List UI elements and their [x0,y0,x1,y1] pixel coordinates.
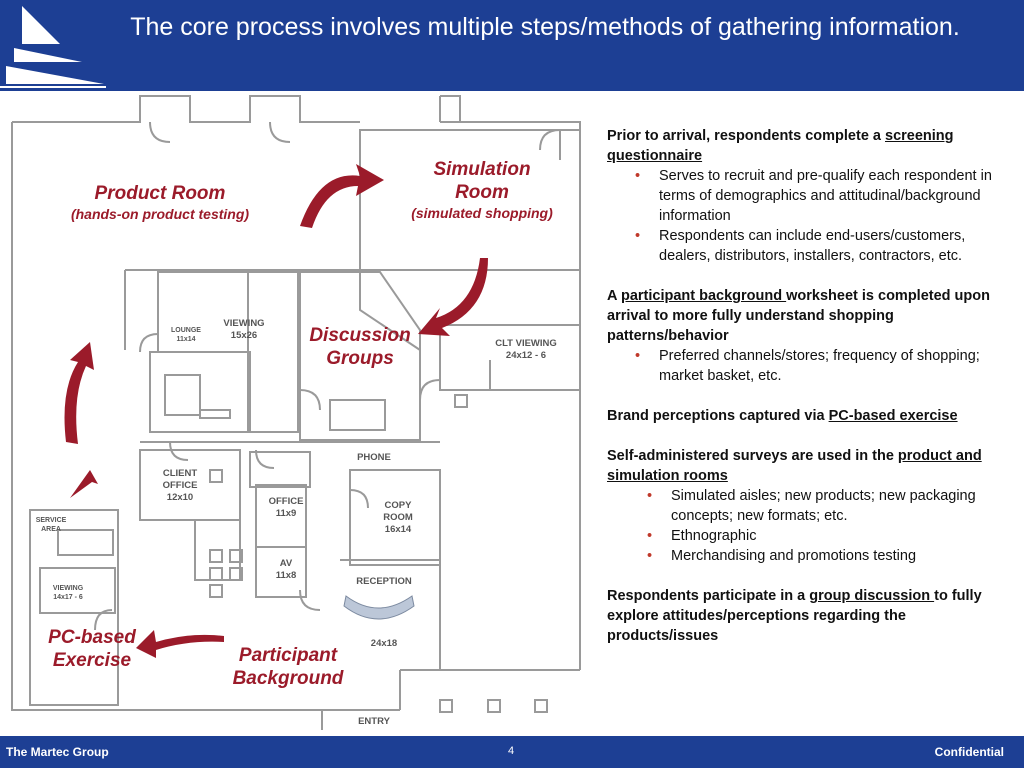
footer-company: The Martec Group [6,745,109,759]
survey-bullets: Simulated aisles; new products; new pack… [607,486,1007,566]
footer-confidential: Confidential [934,745,1004,759]
screening-bullets: Serves to recruit and pre-qualify each r… [607,166,1007,266]
product-simulation-rooms-term: product and simulation rooms [607,448,982,484]
room-reception: RECEPTION [356,576,412,587]
floor-plan-drawing [11,95,581,730]
list-item: Respondents can include end-users/custom… [607,226,1007,266]
callout-simulation-room: Simulation Room (simulated shopping) [411,159,553,221]
room-service-area: SERVICE AREA [35,517,67,533]
note-brand-perceptions: Brand perceptions captured via PC-based … [607,408,958,424]
note-participant-background: A participant background worksheet is co… [607,288,990,344]
callout-product-room: Product Room (hands-on product testing) [70,183,250,222]
note-group-discussion: Respondents participate in a group discu… [607,588,982,644]
pc-exercise-term: PC-based exercise [828,408,958,424]
page-number: 4 [508,745,515,757]
note-screening: Prior to arrival, respondents complete a… [607,128,954,164]
slide-title: The core process involves multiple steps… [130,13,960,41]
slide-header: The core process involves multiple steps… [0,0,1024,91]
sail-logo-icon [0,6,106,88]
background-bullets: Preferred channels/stores; frequency of … [607,346,1007,386]
slide-footer: The Martec Group 4 Confidential [0,736,1024,768]
list-item: Preferred channels/stores; frequency of … [607,346,1007,386]
room-phone: PHONE [357,452,391,463]
process-notes: Prior to arrival, respondents complete a… [607,126,1007,646]
group-discussion-term: group discussion [809,588,935,604]
callout-participant-background: Participant Background [232,645,344,689]
callout-pc-exercise: PC-based Exercise [48,627,136,671]
list-item: Merchandising and promotions testing [607,546,1007,566]
participant-background-term: participant background [620,288,787,304]
screening-questionnaire-term: screening questionnaire [607,128,954,164]
room-reception-size: 24x18 [370,638,398,649]
list-item: Ethnographic [607,526,1007,546]
room-entry: ENTRY [358,716,390,727]
list-item: Simulated aisles; new products; new pack… [607,486,1007,526]
callout-discussion-groups: Discussion Groups [309,325,411,369]
list-item: Serves to recruit and pre-qualify each r… [607,166,1007,226]
note-surveys: Self-administered surveys are used in th… [607,448,982,484]
